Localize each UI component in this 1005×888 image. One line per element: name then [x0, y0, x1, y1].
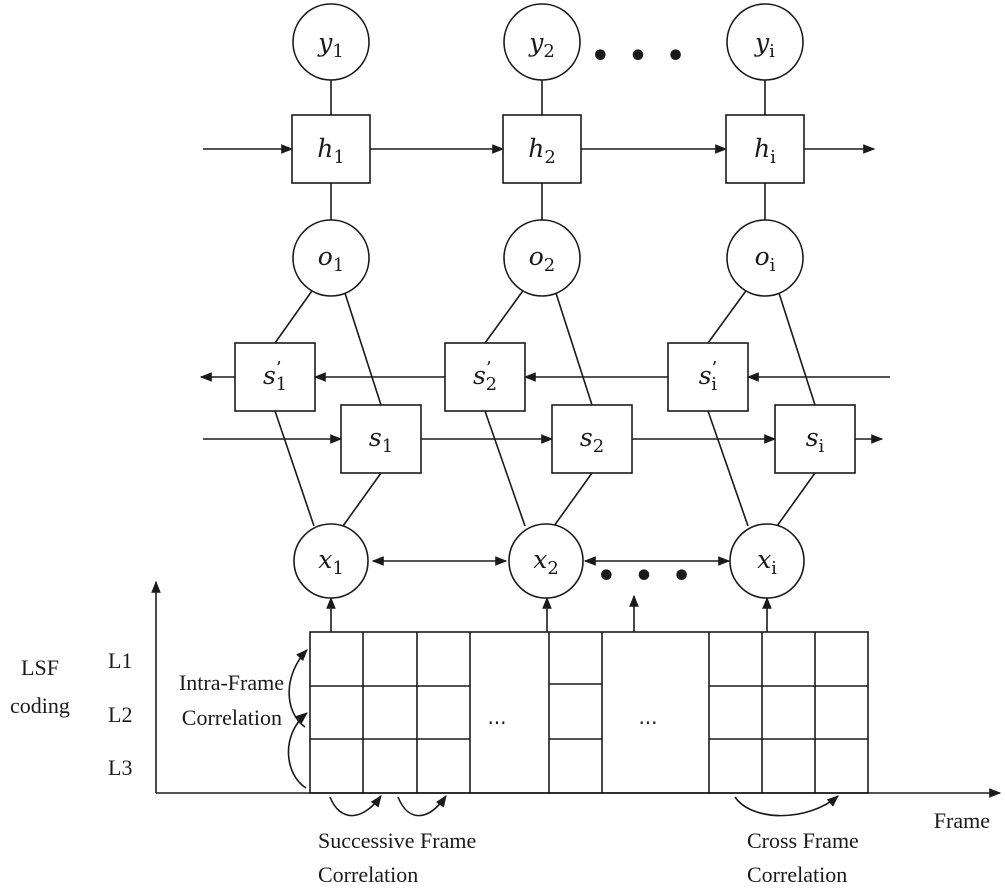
intra-frame-label-line2: Correlation: [182, 705, 282, 730]
grid-ellipsis-2: ...: [638, 705, 657, 729]
svg-text:o2: o2: [529, 242, 556, 276]
successive-arrow-2: [397, 795, 447, 817]
forward-state-nodes: s1 s2 si: [340, 404, 856, 474]
merge-node-2: o2: [503, 219, 581, 297]
svg-text:si: si: [806, 423, 825, 457]
y-axis-label-line1: LSF: [21, 655, 59, 680]
hidden-node-1: h1: [291, 114, 371, 184]
input-node-2: x2: [508, 523, 584, 599]
backward-state-nodes: s’1 s’2 s’i: [234, 342, 749, 412]
svg-text:yi: yi: [754, 28, 775, 62]
edge-s1-x1: [342, 472, 382, 527]
output-nodes: y1 y2 yi • • •: [292, 3, 804, 81]
hidden-node-2: h2: [502, 114, 582, 184]
svg-text:s1: s1: [369, 423, 393, 457]
level-label-2: L2: [108, 702, 132, 727]
level-label-3: L3: [108, 755, 132, 780]
input-nodes: x1 x2 xi • • •: [293, 523, 805, 599]
grid-outline: [309, 631, 869, 794]
successive-frame-label-line2: Correlation: [318, 862, 418, 887]
edge-spi-xi: [707, 410, 749, 527]
arrows: [199, 144, 890, 632]
connectors: [274, 80, 816, 527]
annotations: Intra-Frame Correlation Successive Frame…: [179, 670, 859, 887]
edge-si-xi: [776, 472, 816, 527]
svg-text:y1: y1: [317, 28, 344, 62]
edge-o1-sp1: [274, 287, 315, 344]
cross-arrow: [734, 795, 839, 817]
intra-arrow-l3-l2: [287, 712, 308, 789]
successive-arrow-1: [329, 795, 382, 817]
svg-text:h1: h1: [317, 134, 345, 168]
hidden-node-i: hi: [725, 114, 805, 184]
svg-text:x2: x2: [533, 545, 559, 579]
svg-text:s2: s2: [580, 423, 604, 457]
merge-node-1: o1: [292, 219, 370, 297]
forward-state-node-2: s2: [551, 404, 633, 474]
output-node-2: y2: [503, 3, 581, 81]
output-node-1: y1: [292, 3, 370, 81]
svg-text:y2: y2: [528, 28, 555, 62]
svg-text:s’i: s’i: [699, 358, 718, 395]
edge-oi-spi: [707, 287, 749, 344]
merge-node-i: oi: [726, 219, 804, 297]
svg-text:s’2: s’2: [473, 358, 497, 395]
edge-o2-sp2: [484, 287, 526, 344]
svg-text:oi: oi: [755, 242, 776, 276]
edge-sp2-x2: [484, 410, 526, 527]
svg-text:h2: h2: [528, 134, 556, 168]
edge-o2-s2: [553, 286, 593, 406]
frame-grid: ... ...: [309, 631, 869, 794]
cross-frame-label-line2: Correlation: [747, 862, 847, 887]
input-node-i: xi: [729, 523, 805, 599]
y-axis-label-line2: coding: [10, 693, 70, 718]
edge-o1-s1: [342, 286, 382, 406]
intra-arrow-l2-l1: [288, 649, 308, 728]
hidden-nodes: h1 h2 hi: [291, 114, 805, 184]
svg-text:s’1: s’1: [263, 358, 287, 395]
svg-text:x1: x1: [318, 545, 344, 579]
merge-nodes: o1 o2 oi: [292, 219, 804, 297]
forward-state-node-1: s1: [340, 404, 422, 474]
svg-text:xi: xi: [757, 545, 777, 579]
edge-sp1-x1: [274, 410, 315, 527]
output-node-i: yi: [726, 3, 804, 81]
intra-frame-label-line1: Intra-Frame: [179, 670, 284, 695]
backward-state-node-i: s’i: [667, 342, 749, 412]
forward-state-node-i: si: [774, 404, 856, 474]
successive-frame-label-line1: Successive Frame: [318, 828, 476, 853]
svg-text:hi: hi: [754, 134, 776, 168]
svg-text:o1: o1: [318, 242, 345, 276]
output-ellipsis: • • •: [591, 39, 689, 74]
cross-frame-label-line1: Cross Frame: [747, 828, 859, 853]
backward-state-node-2: s’2: [444, 342, 526, 412]
edge-oi-si: [776, 286, 816, 406]
grid-ellipsis-1: ...: [487, 705, 506, 729]
input-ellipsis: • • •: [597, 559, 695, 594]
level-label-1: L1: [108, 648, 132, 673]
x-axis-label: Frame: [934, 808, 990, 833]
input-node-1: x1: [293, 523, 369, 599]
correlation-arrows: [287, 649, 839, 817]
edge-s2-x2: [553, 472, 593, 527]
backward-state-node-1: s’1: [234, 342, 316, 412]
